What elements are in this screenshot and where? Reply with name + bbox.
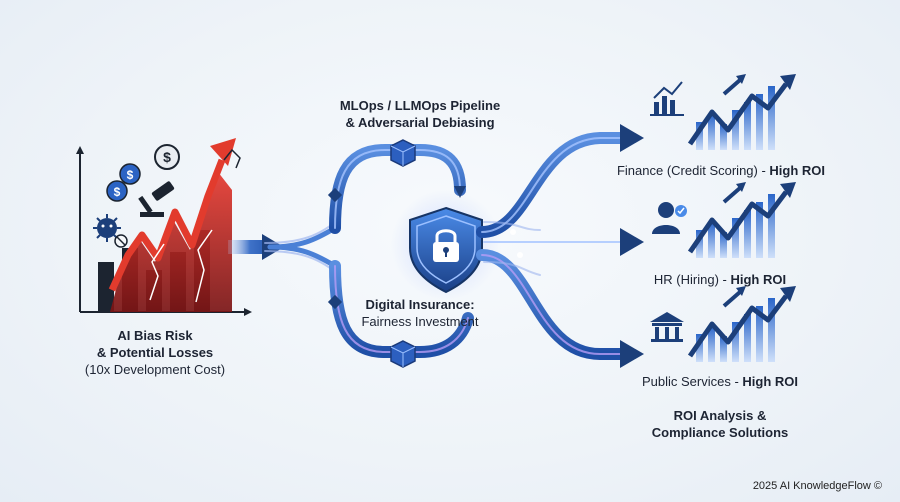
outcome-name: HR (Hiring): [653, 272, 719, 287]
outcome-sep: -: [730, 374, 743, 389]
gavel-icon: [138, 181, 175, 217]
outcome-hr-label: HR (Hiring) - High ROI: [620, 271, 820, 288]
person-check-icon: [652, 202, 687, 234]
outcome-sep: -: [757, 163, 770, 178]
node-dot: [510, 229, 516, 235]
svg-text:$: $: [114, 185, 121, 199]
insurance-label: Digital Insurance: Fairness Investment: [340, 296, 500, 330]
roi-line1: ROI Analysis &: [673, 408, 767, 423]
svg-text:$: $: [163, 149, 171, 165]
footer-copyright: 2025 AI KnowledgeFlow ©: [752, 480, 882, 492]
dollar-coin-icon: $: [106, 180, 128, 202]
cube-node-icon: [390, 340, 416, 368]
virus-bug-icon: [93, 214, 121, 242]
growth-chart-hr: [687, 182, 796, 258]
roi-line2: Compliance Solutions: [651, 425, 789, 440]
diamond-node-icon: [327, 294, 343, 310]
dollar-coin-icon: $: [154, 144, 180, 170]
insurance-line2: Fairness Investment: [361, 314, 479, 329]
output-streams: [476, 132, 630, 360]
dollar-coin-icon: $: [119, 163, 141, 185]
diamond-node-icon: [327, 187, 343, 203]
bias-risk-chart: [76, 138, 252, 316]
risk-subtitle: (10x Development Cost): [84, 362, 226, 377]
growth-chart-finance: [687, 74, 796, 150]
risk-title-line2: & Potential Losses: [96, 345, 214, 360]
prohibited-icon: [114, 234, 128, 248]
outcome-roi: High ROI: [730, 272, 787, 287]
svg-text:$: $: [127, 168, 134, 182]
pipeline-line2: & Adversarial Debiasing: [345, 115, 495, 130]
cube-node-icon: [390, 139, 416, 167]
roi-summary-label: ROI Analysis & Compliance Solutions: [620, 407, 820, 441]
outcome-name: Finance (Credit Scoring): [616, 163, 758, 178]
pipeline-line1: MLOps / LLMOps Pipeline: [339, 98, 501, 113]
outcome-roi: High ROI: [742, 374, 799, 389]
outcome-name: Public Services: [641, 374, 731, 389]
outcome-roi: High ROI: [769, 163, 826, 178]
growth-chart-public: [687, 286, 796, 362]
pipeline-label: MLOps / LLMOps Pipeline & Adversarial De…: [320, 97, 520, 131]
insurance-line1: Digital Insurance:: [365, 297, 475, 312]
risk-title-line1: AI Bias Risk: [117, 328, 193, 343]
arrow-head-icon: [620, 340, 644, 368]
bias-risk-label: AI Bias Risk & Potential Losses (10x Dev…: [55, 327, 255, 378]
building-icon: [650, 312, 684, 342]
outcome-public-label: Public Services - High ROI: [620, 373, 820, 390]
outcome-sep: -: [718, 272, 731, 287]
chart-icon: [650, 81, 684, 116]
arrow-head-icon: [620, 124, 644, 152]
arrow-head-icon: [620, 228, 644, 256]
outcome-finance-label: Finance (Credit Scoring) - High ROI: [596, 162, 846, 179]
node-dot: [517, 252, 523, 258]
shield-lock-icon: [409, 206, 483, 294]
